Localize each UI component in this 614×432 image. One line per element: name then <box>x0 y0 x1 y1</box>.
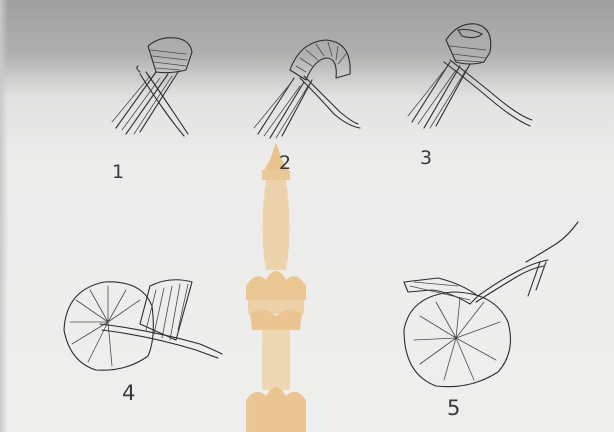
figure-4-drawing <box>64 280 222 370</box>
figure-5-drawing <box>404 222 578 387</box>
watermark-emblem-icon <box>246 143 306 432</box>
figure-2-drawing <box>254 40 360 138</box>
figure-1-label: 1 <box>112 163 124 182</box>
figure-5-label: 5 <box>447 398 460 419</box>
figure-4-label: 4 <box>122 383 135 404</box>
figure-2-label: 2 <box>279 154 291 173</box>
figure-3-drawing <box>408 24 532 128</box>
figure-3-label: 3 <box>420 149 432 168</box>
figure-1-drawing <box>112 38 192 136</box>
